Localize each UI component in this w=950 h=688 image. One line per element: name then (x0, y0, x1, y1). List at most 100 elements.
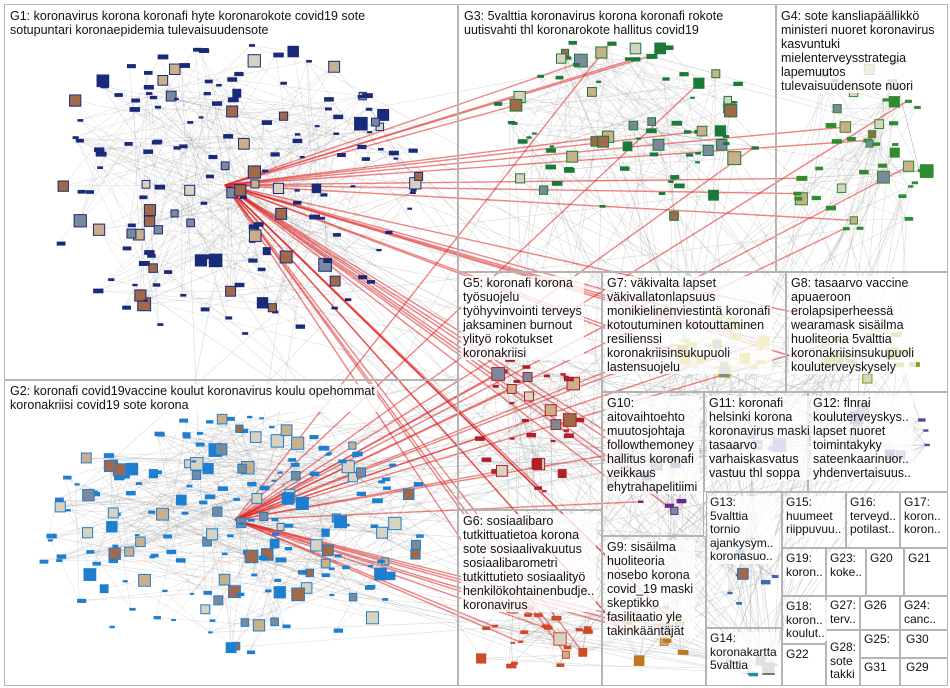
network-node (239, 195, 248, 200)
network-edge (836, 108, 866, 141)
group-label-g23: G23: koke.. (828, 552, 865, 579)
network-node (257, 267, 266, 272)
network-edge (77, 136, 226, 141)
network-edge (210, 108, 327, 158)
network-edge (64, 428, 240, 478)
network-node (294, 133, 301, 136)
network-edge (75, 100, 274, 313)
network-node (202, 463, 214, 475)
network-edge (523, 420, 538, 465)
network-node (366, 280, 376, 284)
network-edge (122, 476, 337, 519)
network-edge (283, 115, 360, 148)
network-edge (240, 430, 281, 528)
network-node (509, 437, 515, 440)
network-edge (198, 433, 409, 495)
network-edge (368, 554, 416, 588)
network-edge (140, 295, 274, 313)
network-edge (95, 150, 267, 252)
network-node (129, 607, 136, 611)
network-node (416, 534, 424, 538)
network-node (383, 486, 391, 490)
network-edge (845, 126, 914, 184)
network-edge (801, 101, 907, 199)
network-node (77, 119, 84, 122)
network-node (125, 490, 136, 496)
network-edge (98, 93, 148, 168)
network-edge (626, 58, 688, 156)
network-edge (112, 462, 206, 594)
network-node (518, 640, 524, 643)
network-edge (832, 80, 907, 219)
network-edge (205, 93, 251, 261)
network-node (696, 125, 708, 137)
network-edge (228, 418, 322, 449)
network-node (143, 215, 156, 227)
network-edge (633, 59, 697, 133)
network-edge (95, 150, 151, 211)
network-node (108, 547, 121, 560)
network-node (693, 77, 705, 89)
network-node (282, 624, 291, 629)
network-node (506, 663, 517, 669)
network-node (902, 160, 915, 172)
network-edge (217, 468, 243, 512)
network-node (329, 275, 341, 287)
network-node (376, 248, 382, 252)
network-edge (561, 374, 570, 421)
network-node (674, 184, 681, 187)
network-edge (194, 49, 216, 261)
network-node (365, 107, 373, 111)
network-edge (73, 93, 206, 138)
network-node (73, 214, 87, 228)
network-node (227, 77, 238, 82)
network-node (607, 41, 617, 46)
network-node (215, 443, 228, 456)
network-node (262, 169, 269, 173)
highlight-edge (224, 184, 613, 482)
network-edge (231, 616, 634, 648)
network-node (918, 418, 926, 422)
network-node (213, 595, 224, 606)
network-edge (508, 610, 513, 664)
network-node (832, 104, 842, 114)
network-node (366, 584, 376, 589)
network-node (194, 254, 208, 267)
network-edge (221, 418, 317, 546)
network-edge (519, 73, 716, 179)
network-edge (527, 43, 610, 138)
network-node (126, 228, 137, 239)
network-node (413, 482, 424, 487)
network-node (275, 557, 287, 563)
network-node (722, 142, 730, 146)
network-edge (86, 457, 349, 467)
network-node (247, 415, 253, 419)
network-edge (234, 517, 337, 592)
network-node (564, 56, 572, 60)
highlight-edge (234, 519, 520, 643)
network-node (174, 97, 179, 100)
network-node (550, 439, 556, 443)
network-node (367, 564, 374, 568)
network-edge (137, 483, 303, 504)
network-node (247, 481, 257, 487)
network-edge (174, 69, 189, 123)
network-node (195, 442, 205, 447)
network-node (737, 568, 749, 580)
network-node (482, 626, 491, 631)
network-node (410, 549, 421, 560)
network-node (690, 96, 695, 99)
network-node (385, 230, 393, 235)
group-label-g9: G9: sisäilma huoliteoria nosebo korona c… (605, 540, 696, 638)
network-edge (351, 95, 365, 187)
network-edge (311, 473, 329, 551)
network-node (331, 306, 338, 310)
network-node (524, 391, 535, 402)
network-edge (687, 99, 728, 156)
network-node (281, 492, 295, 505)
network-node (509, 98, 523, 112)
network-node (638, 500, 644, 504)
network-node (556, 53, 567, 64)
network-edge (801, 99, 885, 199)
network-edge (510, 438, 738, 576)
